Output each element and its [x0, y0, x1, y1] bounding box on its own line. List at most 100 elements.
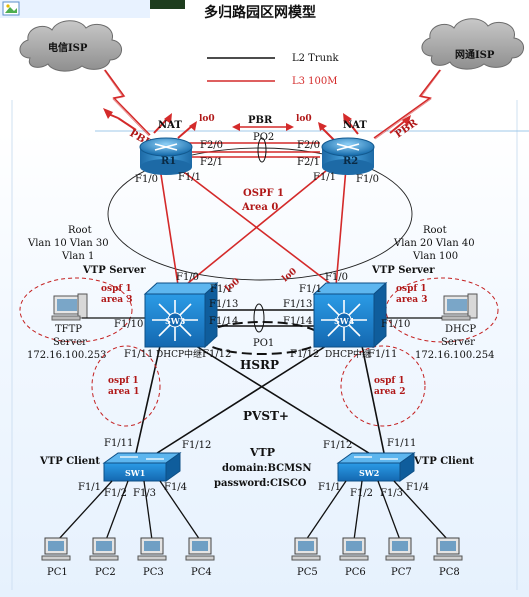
vtp-client-label-right: VTP Client	[413, 456, 474, 467]
r2-sw4-link	[335, 167, 347, 287]
sw1-pc4-link	[159, 480, 201, 541]
isp-right-link-shadow	[374, 69, 442, 140]
r2-f11-label: F1/1	[313, 172, 336, 183]
sw1-f11-label: F1/11	[104, 438, 133, 449]
image-placeholder-icon	[0, 0, 150, 18]
ospf-area3-right-line2: area 3	[396, 295, 428, 305]
sw3-f110-label: F1/10	[114, 319, 143, 330]
pc-label-1: PC1	[47, 567, 68, 578]
lo0-arrow-right	[318, 122, 335, 141]
pc-4[interactable]: PC4	[185, 537, 215, 578]
ospf-label-line1: OSPF 1	[243, 188, 284, 199]
sw1-label: SW1	[125, 468, 145, 478]
r2-label: R2	[343, 156, 358, 167]
sw4-f13-label: F1/13	[283, 299, 312, 310]
sw3-sw2-link	[195, 345, 373, 456]
pc-label-3: PC3	[143, 567, 164, 578]
ospf-area0-ellipse	[107, 147, 413, 281]
pbr-label-middle: PBR	[248, 115, 273, 126]
vtp-server-label-left: VTP Server	[82, 265, 146, 276]
pc-label-6: PC6	[345, 567, 366, 578]
dhcp-server-name: DHCP	[445, 324, 476, 335]
ospf-area2-line2: area 2	[374, 387, 406, 397]
sw1-pc2-link	[105, 480, 129, 541]
isp-cloud-right: 网通ISP	[421, 18, 524, 70]
ospf-area1-ellipse	[91, 345, 161, 427]
sw4-f11-label: F1/1	[299, 284, 322, 295]
sw1-f12-label: F1/12	[182, 440, 211, 451]
tftp-server[interactable]	[51, 293, 88, 321]
tftp-role: Server	[53, 337, 87, 348]
nat-arrow-right	[343, 113, 359, 135]
pc-label-7: PC7	[391, 567, 412, 578]
ospf-area1-line2: area 1	[108, 387, 140, 397]
vtp-client-label-left: VTP Client	[39, 456, 100, 467]
r2-sw3-link	[181, 165, 333, 289]
lo0-label-left: lo0	[199, 114, 215, 124]
ospf-area2-ellipse	[340, 345, 426, 427]
sw4-sw2-link	[361, 345, 385, 454]
root-right-line3: Vlan 100	[412, 251, 458, 262]
r1-label: R1	[161, 156, 176, 167]
sw4-sw1-link	[153, 345, 327, 456]
po2-label: PO2	[253, 132, 274, 143]
access-switch-sw2[interactable]: SW2	[336, 452, 416, 482]
sw2-pc6-link	[353, 480, 363, 541]
core-switch-sw4[interactable]: SW4	[312, 281, 388, 349]
access-switch-sw1[interactable]: SW1	[102, 452, 182, 482]
router-r2[interactable]: R2	[321, 137, 375, 175]
diagram-title: 多归路园区网模型	[204, 4, 316, 21]
ospf-area1-line1: ospf 1	[108, 376, 139, 386]
nat-label-left: NAT	[158, 120, 182, 131]
dhcp-server-role: Server	[441, 337, 475, 348]
legend-trunk-label: L2 Trunk	[292, 53, 340, 64]
pc-5[interactable]: PC5	[291, 537, 321, 578]
sw3-f11-label: F1/1	[210, 284, 233, 295]
pc-1[interactable]: PC1	[41, 537, 71, 578]
ospf-area2-line1: ospf 1	[374, 376, 405, 386]
sw4-dhcp-relay-label: DHCP中继	[325, 348, 371, 360]
sw3-label: SW3	[165, 316, 186, 326]
sw4-f10-label: F1/0	[325, 272, 348, 283]
sw1-p4-label: F1/4	[164, 482, 187, 493]
pc-6[interactable]: PC6	[339, 537, 369, 578]
sw2-f12-label: F1/12	[323, 440, 352, 451]
ospf-area3-left-line2: area 3	[101, 295, 133, 305]
core-switch-sw3[interactable]: SW3	[143, 281, 219, 349]
isp-right-label: 网通ISP	[455, 49, 495, 61]
dhcp-server[interactable]	[441, 293, 478, 321]
pc-3[interactable]: PC3	[137, 537, 167, 578]
pc-2[interactable]: PC2	[89, 537, 119, 578]
dhcp-server-ip: 172.16.100.254	[415, 350, 495, 361]
vtp-server-label-right: VTP Server	[371, 265, 435, 276]
pbr-arrow-right	[389, 115, 411, 134]
sw1-p1-label: F1/1	[78, 482, 101, 493]
sw2-p2-label: F1/2	[350, 488, 373, 499]
sw1-pc3-link	[143, 480, 153, 541]
isp-left-label: 电信ISP	[48, 41, 88, 54]
sw2-pc7-link	[377, 480, 401, 541]
sw2-p1-label: F1/1	[318, 482, 341, 493]
sw1-pc1-link	[57, 480, 113, 541]
ospf-area3-right-line1: ospf 1	[396, 284, 427, 294]
nat-arrow-left	[153, 113, 172, 134]
pc-7[interactable]: PC7	[385, 537, 415, 578]
sw2-label: SW2	[359, 468, 379, 478]
sw3-f10-label: F1/0	[176, 272, 199, 283]
sw4-f14-label: F1/14	[283, 316, 312, 327]
isp-right-link	[373, 69, 441, 139]
lo0-arrow-left	[177, 121, 197, 139]
pbr-arrow-middle	[232, 123, 294, 131]
sw4-label: SW4	[334, 316, 355, 326]
r2-f20-label: F2/0	[297, 140, 320, 151]
ospf-label-line2: Area 0	[241, 202, 278, 213]
root-left-line3: Vlan 1	[61, 251, 94, 262]
pc-label-5: PC5	[297, 567, 318, 578]
sw4-f111-label: F1/11	[368, 349, 397, 360]
router-r1[interactable]: R1	[139, 137, 193, 175]
po1-bundle-marker	[253, 303, 265, 333]
pc-8[interactable]: PC8	[433, 537, 463, 578]
pvst-label: PVST+	[243, 409, 289, 423]
